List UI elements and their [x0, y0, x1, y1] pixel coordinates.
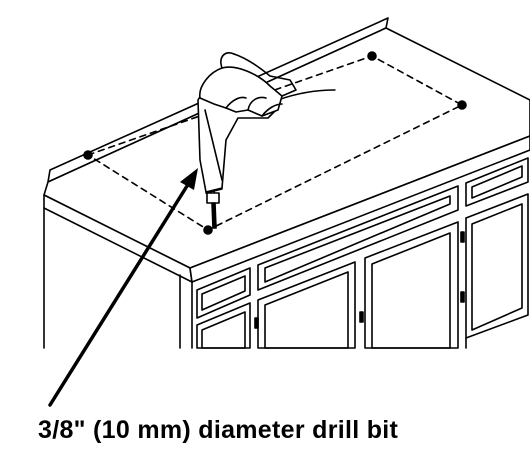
- countertop-front-edge: [189, 135, 530, 283]
- door-far-right: [465, 193, 529, 339]
- drawer-right: [465, 157, 529, 207]
- cabinet-face-frame: [191, 157, 529, 349]
- door-left: [257, 261, 356, 349]
- drill-hole-back: [367, 51, 377, 61]
- hand-icon: [199, 52, 297, 117]
- drill-hole-right: [457, 100, 467, 110]
- drill-pattern: [83, 51, 467, 235]
- drill-bit-caption: 3/8" (10 mm) diameter drill bit: [38, 416, 399, 444]
- drill-hole-left: [83, 150, 93, 160]
- pointer-arrow-icon: [48, 168, 198, 407]
- drill-hole-front: [203, 225, 213, 235]
- cabinet-side-panel: [43, 207, 181, 349]
- door-right: [364, 221, 459, 349]
- door-far-left: [196, 302, 251, 349]
- drawer-center: [257, 185, 459, 291]
- drawer-left: [196, 267, 251, 319]
